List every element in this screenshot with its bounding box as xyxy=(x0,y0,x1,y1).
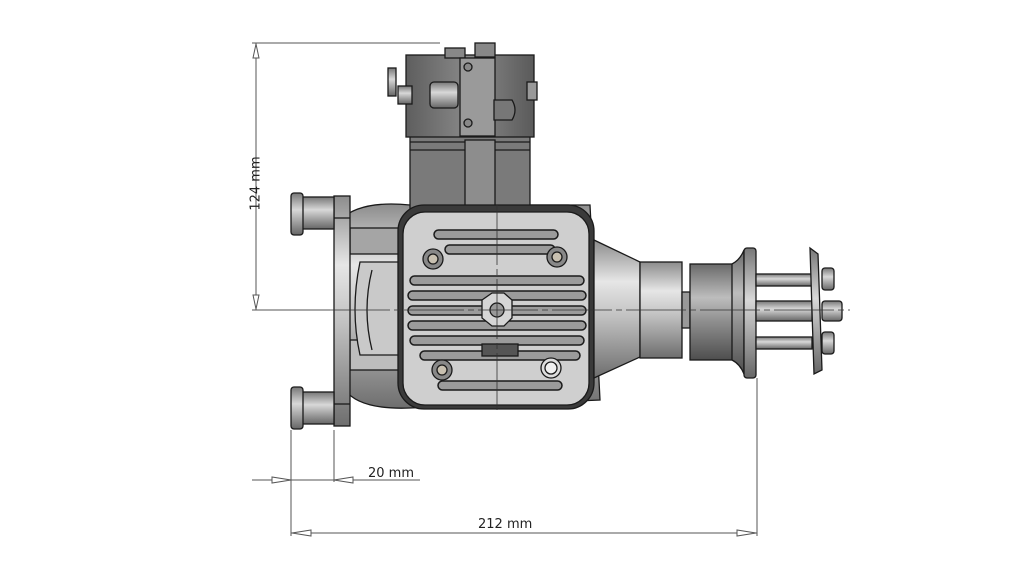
head-bolts xyxy=(422,246,568,381)
centerline xyxy=(330,205,850,410)
prop-drive-washer xyxy=(743,247,757,379)
prop-front-washer xyxy=(809,246,823,376)
carburetor xyxy=(387,42,538,138)
rear-housing xyxy=(593,238,641,380)
prop-bolts xyxy=(755,273,813,350)
engine xyxy=(290,42,843,430)
dimension-flange-label: 20 mm xyxy=(368,466,415,481)
dimension-height-label: 124 mm xyxy=(248,156,264,211)
mounting-stud-bottom xyxy=(290,386,335,430)
dimension-height xyxy=(252,42,440,311)
dimension-flange xyxy=(252,430,420,484)
mounting-stud-top xyxy=(290,192,335,236)
mounting-flange xyxy=(333,195,351,427)
dimension-length-label: 212 mm xyxy=(478,517,533,532)
cooling-fins-cover xyxy=(397,204,595,410)
dimension-length xyxy=(290,378,758,537)
